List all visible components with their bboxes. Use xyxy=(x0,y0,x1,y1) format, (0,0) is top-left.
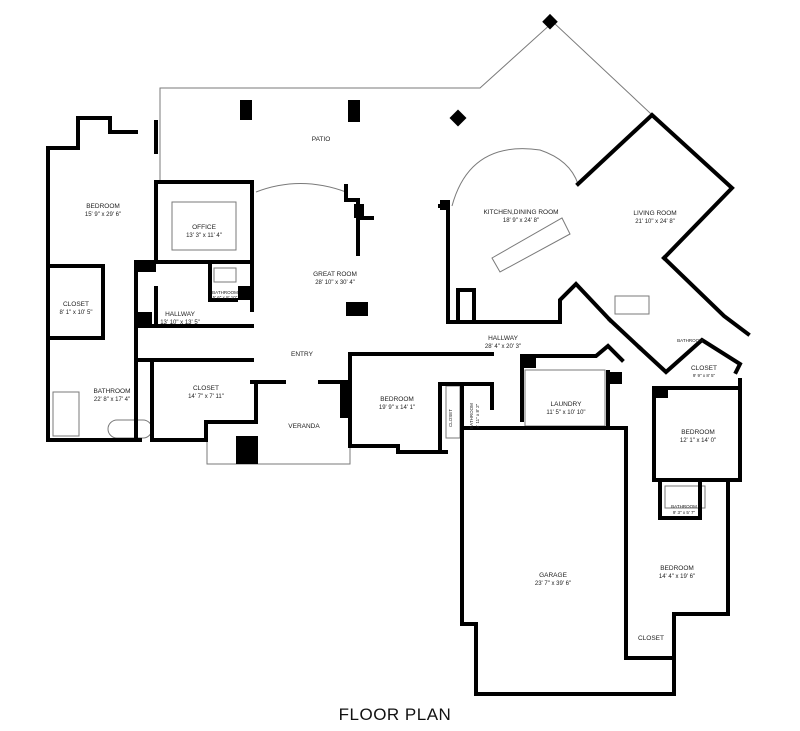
room-name: CLOSET xyxy=(193,385,219,392)
room-name: HALLWAY xyxy=(488,335,519,342)
room-name: BATHROOM xyxy=(212,290,238,295)
room-name: GARAGE xyxy=(539,572,567,579)
room-dimensions: 28' 10" x 30' 4" xyxy=(315,280,355,286)
room-name: GREAT ROOM xyxy=(313,271,357,278)
room-name: CLOSET xyxy=(63,301,89,308)
room-bathroom-tiny: BATHROOM 4' 11" x 8' 2" xyxy=(469,403,480,429)
room-dimensions: 18' 9" x 24' 8" xyxy=(503,218,539,224)
room-name: BEDROOM xyxy=(86,203,120,210)
room-garage: GARAGE 23' 7" x 39' 6" xyxy=(535,572,571,587)
room-name: ENTRY xyxy=(291,351,314,358)
room-closet-small: CLOSET xyxy=(448,409,453,427)
room-name: BATHROOM xyxy=(677,338,703,343)
room-bedroom-se: BEDROOM 14' 4" x 19' 6" xyxy=(659,565,695,580)
room-laundry: LAUNDRY 11' 5" x 10' 10" xyxy=(546,401,585,416)
room-name: OFFICE xyxy=(192,224,216,231)
room-name: HALLWAY xyxy=(165,311,196,318)
room-name: CLOSET xyxy=(448,409,453,427)
veranda-outline xyxy=(206,440,351,465)
room-name: CLOSET xyxy=(691,365,717,372)
room-name: LAUNDRY xyxy=(551,401,583,408)
room-dimensions: 21' 10" x 24' 8" xyxy=(635,219,675,225)
room-great-room: GREAT ROOM 28' 10" x 30' 4" xyxy=(313,271,357,286)
room-name: BATHROOM xyxy=(93,388,130,395)
room-name: CLOSET xyxy=(638,635,664,642)
room-closet-se: CLOSET xyxy=(638,635,664,642)
room-patio: PATIO xyxy=(312,136,331,143)
room-bedroom-west: BEDROOM 15' 9" x 29' 6" xyxy=(85,203,121,218)
room-dimensions: 9' 3" x 5' 7" xyxy=(673,510,696,515)
room-name: BATHROOM xyxy=(671,504,697,509)
room-living: LIVING ROOM 21' 10" x 24' 8" xyxy=(633,210,676,225)
room-name: BEDROOM xyxy=(380,396,414,403)
room-name: VERANDA xyxy=(288,423,320,430)
room-closet-east: CLOSET 9' 9" x 8' 5" xyxy=(691,365,717,378)
room-bedroom-center: BEDROOM 19' 9" x 14' 1" xyxy=(379,396,415,411)
room-dimensions: 14' 4" x 19' 6" xyxy=(659,574,695,580)
room-dimensions: 11' 5" x 10' 10" xyxy=(546,410,585,416)
room-bathroom-east: BATHROOM xyxy=(677,338,703,343)
room-entry: ENTRY xyxy=(291,351,314,358)
room-bathroom-small: BATHROOM 5' 6" x 8' 10" xyxy=(212,290,238,300)
floor-plan-title: FLOOR PLAN xyxy=(339,705,452,724)
room-dimensions: 14' 7" x 7' 11" xyxy=(188,394,224,400)
room-name: PATIO xyxy=(312,136,331,143)
room-closet-center: CLOSET 14' 7" x 7' 11" xyxy=(188,385,224,400)
room-name: BEDROOM xyxy=(681,429,715,436)
room-veranda: VERANDA xyxy=(288,423,320,430)
room-dimensions: 8' 1" x 10' 5" xyxy=(60,310,93,316)
room-dimensions: 19' 9" x 14' 1" xyxy=(379,405,415,411)
room-office: OFFICE 13' 3" x 11' 4" xyxy=(186,224,222,239)
room-closet-west: CLOSET 8' 1" x 10' 5" xyxy=(60,301,93,316)
fixtures xyxy=(52,148,706,509)
room-dimensions: 4' 11" x 8' 2" xyxy=(475,403,480,428)
room-hallway-west: HALLWAY 13' 10" x 13' 5" xyxy=(160,311,200,326)
room-dimensions: 22' 8" x 17' 4" xyxy=(94,397,130,403)
room-kitchen-dining: KITCHEN,DINING ROOM 18' 9" x 24' 8" xyxy=(483,209,558,224)
room-dimensions: 12' 1" x 14' 0" xyxy=(680,438,716,444)
columns xyxy=(136,13,668,464)
room-hallway-center: HALLWAY 28' 4" x 20' 3" xyxy=(485,335,521,350)
room-bedroom-east: BEDROOM 12' 1" x 14' 0" xyxy=(680,429,716,444)
room-name: BEDROOM xyxy=(660,565,694,572)
room-bathroom-main: BATHROOM 22' 8" x 17' 4" xyxy=(93,388,130,403)
room-dimensions: 9' 9" x 8' 5" xyxy=(693,373,716,378)
room-dimensions: 5' 6" x 8' 10" xyxy=(213,295,238,300)
room-bathroom-se: BATHROOM 9' 3" x 5' 7" xyxy=(671,504,697,515)
room-dimensions: 28' 4" x 20' 3" xyxy=(485,344,521,350)
room-name: BATHROOM xyxy=(469,403,474,429)
room-dimensions: 15' 9" x 29' 6" xyxy=(85,212,121,218)
room-dimensions: 13' 3" x 11' 4" xyxy=(186,233,222,239)
patio-outline xyxy=(159,21,731,189)
room-name: KITCHEN,DINING ROOM xyxy=(483,209,558,216)
room-dimensions: 23' 7" x 39' 6" xyxy=(535,581,571,587)
room-dimensions: 13' 10" x 13' 5" xyxy=(160,320,200,326)
room-name: LIVING ROOM xyxy=(633,210,676,217)
walls xyxy=(46,112,751,696)
